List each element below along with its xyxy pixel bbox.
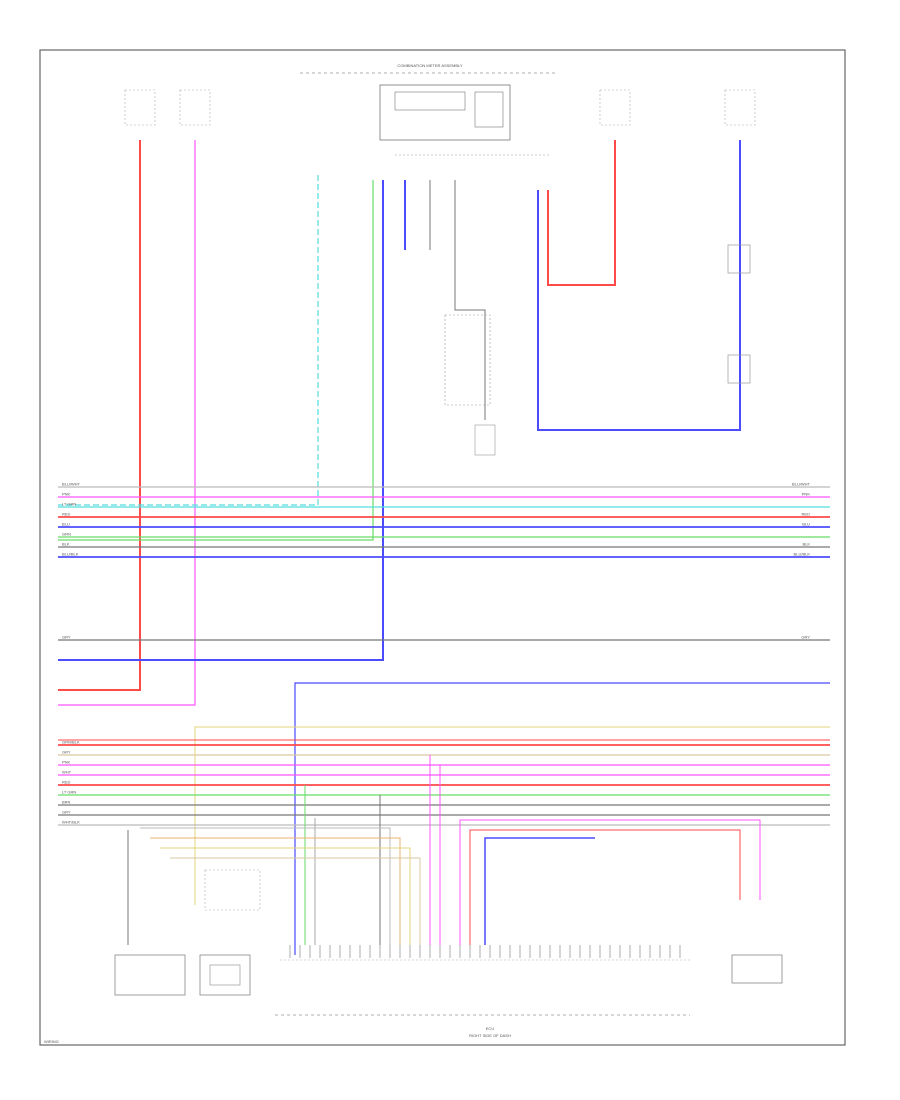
lower-row-label-left: GRY <box>62 750 71 755</box>
top-left-fuse-2 <box>179 89 211 126</box>
bus-row-label-left: BLU/BLK <box>62 552 79 557</box>
bus-row-label-right: BLK <box>802 542 810 547</box>
lower-row-label-left: WHT/BLK <box>62 820 80 825</box>
wire-pink-left <box>58 140 196 706</box>
meter-ecu <box>474 91 504 128</box>
wire-red-left <box>58 140 141 691</box>
lower-row-label-left: RED <box>62 780 71 785</box>
ecu-drops <box>127 755 761 945</box>
mid-ground <box>474 424 496 456</box>
wire-red-right <box>547 140 616 286</box>
lower-row-label-left: LT GRN <box>62 790 76 795</box>
bus-row-label-right: BLU <box>802 522 810 527</box>
bus-row-label-right: BLU/WHT <box>792 482 811 487</box>
lower-row-label-left: GRY <box>62 810 71 815</box>
lower-row-label-left: PNK <box>62 760 71 765</box>
component-shift-dashed <box>204 869 261 911</box>
bus-row-label-left: LT GRN <box>62 502 76 507</box>
wire-green-meter <box>58 180 374 541</box>
component-shift-inner <box>209 964 241 986</box>
corner-label: WIRING <box>44 1039 59 1044</box>
bus-row-label-left: RED <box>62 512 71 517</box>
bus-rows: BLU/WHT BLU/WHT PNK PNK LT GRN RED RED BLU BLU GR… <box>58 482 830 558</box>
ecu-title: ECU <box>486 1026 495 1031</box>
diagram-frame <box>39 49 846 1046</box>
right-sensor-2 <box>727 354 751 384</box>
wire-blue-meter <box>58 180 384 661</box>
mid-row-label-right: GRY <box>801 635 810 640</box>
bus-row-label-left: PNK <box>62 492 71 497</box>
meter-inner <box>394 91 466 111</box>
right-sensor-1 <box>727 244 751 274</box>
bus-row-label-left: GRN <box>62 532 71 537</box>
meter-box <box>379 84 511 141</box>
component-transmission-range <box>114 954 186 996</box>
top-right-fuse-2 <box>724 89 756 126</box>
lower-row-label-left: BRN <box>62 800 71 805</box>
mid-switch <box>444 314 491 406</box>
top-left-fuse <box>124 89 156 126</box>
bus-row-label-left: BLU/WHT <box>62 482 81 487</box>
bus-row-label-right: RED <box>802 512 811 517</box>
wire-gray-down <box>454 180 486 420</box>
bus-row-label-right: BLU/BLK <box>794 552 811 557</box>
component-temp-sensor <box>731 954 783 984</box>
wire-blue-right <box>537 140 741 431</box>
wire-cyan <box>58 175 319 506</box>
wire-blue-long <box>294 682 830 955</box>
lower-row-label-left: WHT <box>62 770 72 775</box>
ecu-pins <box>289 945 681 958</box>
bus-row-label-left: BLK <box>62 542 70 547</box>
bus-row-label-right: PNK <box>802 492 811 497</box>
wire-tan-long <box>194 726 830 905</box>
component-shift-solenoid <box>199 954 251 996</box>
top-right-fuse <box>599 89 631 126</box>
lower-rows: GRN/BLK GRY PNK WHT RED LT GRN BRN GRY WHT/BLK <box>58 740 830 826</box>
mid-rows: GRY GRY <box>58 635 830 641</box>
ecu-subtitle: RIGHT SIDE OF DASH <box>469 1033 511 1038</box>
diagram-title: COMBINATION METER ASSEMBLY <box>397 63 463 68</box>
bus-row-label-left: BLU <box>62 522 70 527</box>
lower-row-label-left: GRN/BLK <box>62 740 80 745</box>
mid-row-label-left: GRY <box>62 635 71 640</box>
